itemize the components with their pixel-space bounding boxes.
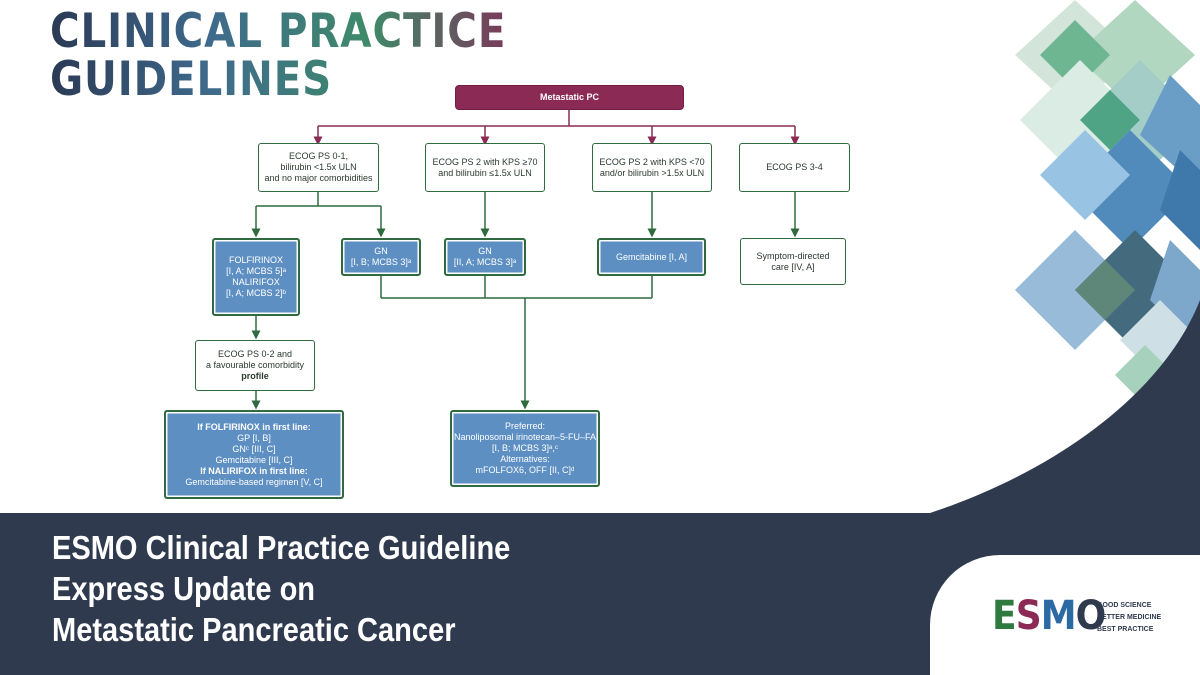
logo-letter-m: M bbox=[1040, 593, 1077, 639]
node-ecog-0-2-line2: a favourable comorbidity bbox=[205, 360, 305, 370]
esmo-logo: ESMO bbox=[992, 593, 1107, 639]
flowchart-connectors bbox=[251, 109, 800, 410]
banner-title: ESMO Clinical Practice Guideline Express… bbox=[52, 527, 510, 650]
node-second-line-left: If FOLFIRINOX in first line: GP [I, B] G… bbox=[164, 410, 344, 499]
second-line-right-line2: Nanoliposomal irinotecan–5-FU–FA bbox=[453, 432, 597, 442]
node-folfirinox-line1: FOLFIRINOX bbox=[228, 255, 283, 265]
node-ecog-0-1-line2: bilirubin <1.5x ULN bbox=[280, 162, 357, 172]
node-folfirinox-line3: NALIRIFOX bbox=[232, 277, 280, 287]
node-folfirinox-line4: [I, A; MCBS 2]ᵇ bbox=[226, 288, 286, 298]
logo-letter-s: S bbox=[1015, 593, 1042, 639]
node-ecog-2-kps-ge70: ECOG PS 2 with KPS ≥70 and bilirubin ≤1.… bbox=[425, 143, 545, 192]
node-gemcitabine: Gemcitabine [I, A] bbox=[597, 238, 706, 276]
node-gemcitabine-label: Gemcitabine [I, A] bbox=[615, 251, 688, 262]
second-line-left-line3: GNᶜ [III, C] bbox=[232, 443, 276, 454]
second-line-right-line3: [I, B; MCBS 3]ᵃ,ᶜ bbox=[491, 443, 559, 453]
tagline-line1: GOOD SCIENCE bbox=[1097, 602, 1152, 609]
node-ecog-0-1-line3: and no major comorbidities bbox=[264, 173, 373, 183]
node-ecog-0-1: ECOG PS 0-1, bilirubin <1.5x ULN and no … bbox=[258, 143, 379, 192]
second-line-right-line4: Alternatives: bbox=[500, 454, 550, 464]
second-line-right-line5: mFOLFOX6, OFF [II, C]ᵈ bbox=[475, 465, 575, 475]
logo-letter-o: O bbox=[1075, 593, 1107, 639]
second-line-left-line4: Gemcitabine [III, C] bbox=[215, 454, 293, 465]
tagline-line2: BETTER MEDICINE bbox=[1097, 614, 1162, 621]
node-ecog-0-2-line3: profile bbox=[241, 371, 269, 381]
node-gn-ia-line2: [II, A; MCBS 3]ᵃ bbox=[453, 257, 517, 267]
node-gn-ib: GN [I, B; MCBS 3]ᵃ bbox=[341, 238, 421, 276]
node-ecog-2-kps-lt70-line1: ECOG PS 2 with KPS <70 bbox=[599, 156, 705, 167]
node-ecog-0-2-line1: ECOG PS 0-2 and bbox=[217, 349, 293, 359]
node-metastatic-pc: Metastatic PC bbox=[455, 85, 684, 110]
node-symptom-directed-care: Symptom-directed care [IV, A] bbox=[740, 238, 846, 285]
node-ecog-0-2-favourable: ECOG PS 0-2 and a favourable comorbidity… bbox=[195, 340, 315, 391]
node-gn-ia: GN [II, A; MCBS 3]ᵃ bbox=[444, 238, 526, 276]
esmo-tagline: GOOD SCIENCE BETTER MEDICINE BEST PRACTI… bbox=[1097, 600, 1161, 636]
logo-card bbox=[930, 555, 1200, 675]
second-line-left-line1: If FOLFIRINOX in first line: bbox=[197, 421, 311, 432]
second-line-right-line1: Preferred: bbox=[504, 421, 546, 431]
node-symptom-line1: Symptom-directed bbox=[756, 250, 830, 261]
node-ecog-0-1-line1: ECOG PS 0-1, bbox=[288, 151, 349, 161]
node-ecog-3-4-label: ECOG PS 3-4 bbox=[766, 162, 823, 172]
node-folfirinox-line2: [I, A; MCBS 5]ᵃ bbox=[226, 266, 286, 276]
node-ecog-2-kps-ge70-line2: and bilirubin ≤1.5x ULN bbox=[438, 167, 532, 178]
node-gn-ia-line1: GN bbox=[478, 246, 492, 256]
node-ecog-2-kps-lt70: ECOG PS 2 with KPS <70 and/or bilirubin … bbox=[592, 143, 712, 192]
tagline-line3: BEST PRACTICE bbox=[1097, 626, 1154, 633]
second-line-left-line5: If NALIRIFOX in first line: bbox=[200, 465, 308, 476]
node-metastatic-pc-label: Metastatic PC bbox=[539, 92, 600, 102]
banner-title-line3: Metastatic Pancreatic Cancer bbox=[52, 611, 456, 648]
second-line-left-line6: Gemcitabine-based regimen [V, C] bbox=[185, 476, 323, 487]
node-folfirinox-nalirifox: FOLFIRINOX [I, A; MCBS 5]ᵃ NALIRIFOX [I,… bbox=[212, 238, 300, 316]
banner-title-line2: Express Update on bbox=[52, 570, 316, 607]
node-gn-ib-line2: [I, B; MCBS 3]ᵃ bbox=[350, 257, 412, 267]
node-gn-ib-line1: GN bbox=[374, 246, 388, 256]
node-second-line-right: Preferred: Nanoliposomal irinotecan–5-FU… bbox=[450, 410, 600, 487]
node-ecog-2-kps-ge70-line1: ECOG PS 2 with KPS ≥70 bbox=[432, 156, 538, 167]
node-ecog-3-4: ECOG PS 3-4 bbox=[739, 143, 850, 192]
node-symptom-line2: care [IV, A] bbox=[771, 261, 815, 272]
logo-letter-e: E bbox=[992, 593, 1017, 639]
node-ecog-2-kps-lt70-line2: and/or bilirubin >1.5x ULN bbox=[599, 167, 705, 178]
second-line-left-line2: GP [I, B] bbox=[237, 432, 271, 443]
banner-title-line1: ESMO Clinical Practice Guideline bbox=[52, 529, 511, 566]
